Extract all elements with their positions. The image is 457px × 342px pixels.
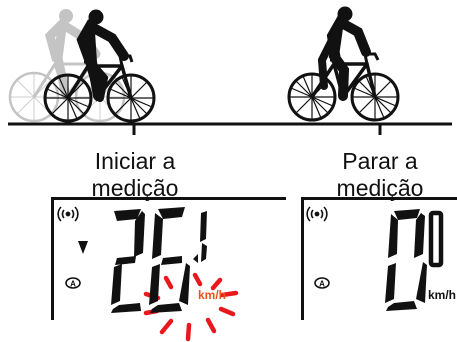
lcd-display-stop [301,197,457,320]
sensor-signal-icon [306,206,328,222]
speed-unit-stop: km/h [428,288,456,302]
svg-text:A: A [319,280,325,289]
lcd-start-segments: A km/h [57,206,226,313]
down-arrow-icon [78,241,88,254]
speed-digit-0 [385,209,427,311]
sensor-signal-icon [57,206,79,222]
start-caption-line1: Iniciar a [94,148,176,174]
cyclist-moving-icon [43,9,156,123]
speed-decimal-digit [428,210,444,268]
auto-mode-icon: A [65,277,81,289]
stop-caption-line2: medição [336,175,424,201]
cyclist-stopped-icon [287,6,400,122]
lcd-display-start [51,197,286,320]
stop-caption: Parar a medição [320,148,440,202]
stop-caption-line1: Parar a [342,148,418,174]
speed-decimal-digit [200,211,207,262]
decimal-arrow [193,254,198,263]
start-caption-line2: medição [91,175,179,201]
start-caption: Iniciar a medição [70,148,200,202]
speed-digit-6 [149,207,190,313]
auto-mode-icon: A [314,277,330,289]
lcd-stop-segments: A km/h [306,206,456,311]
svg-text:A: A [70,280,76,289]
speed-digit-2 [111,209,145,313]
speed-unit-start: km/h [198,288,226,302]
